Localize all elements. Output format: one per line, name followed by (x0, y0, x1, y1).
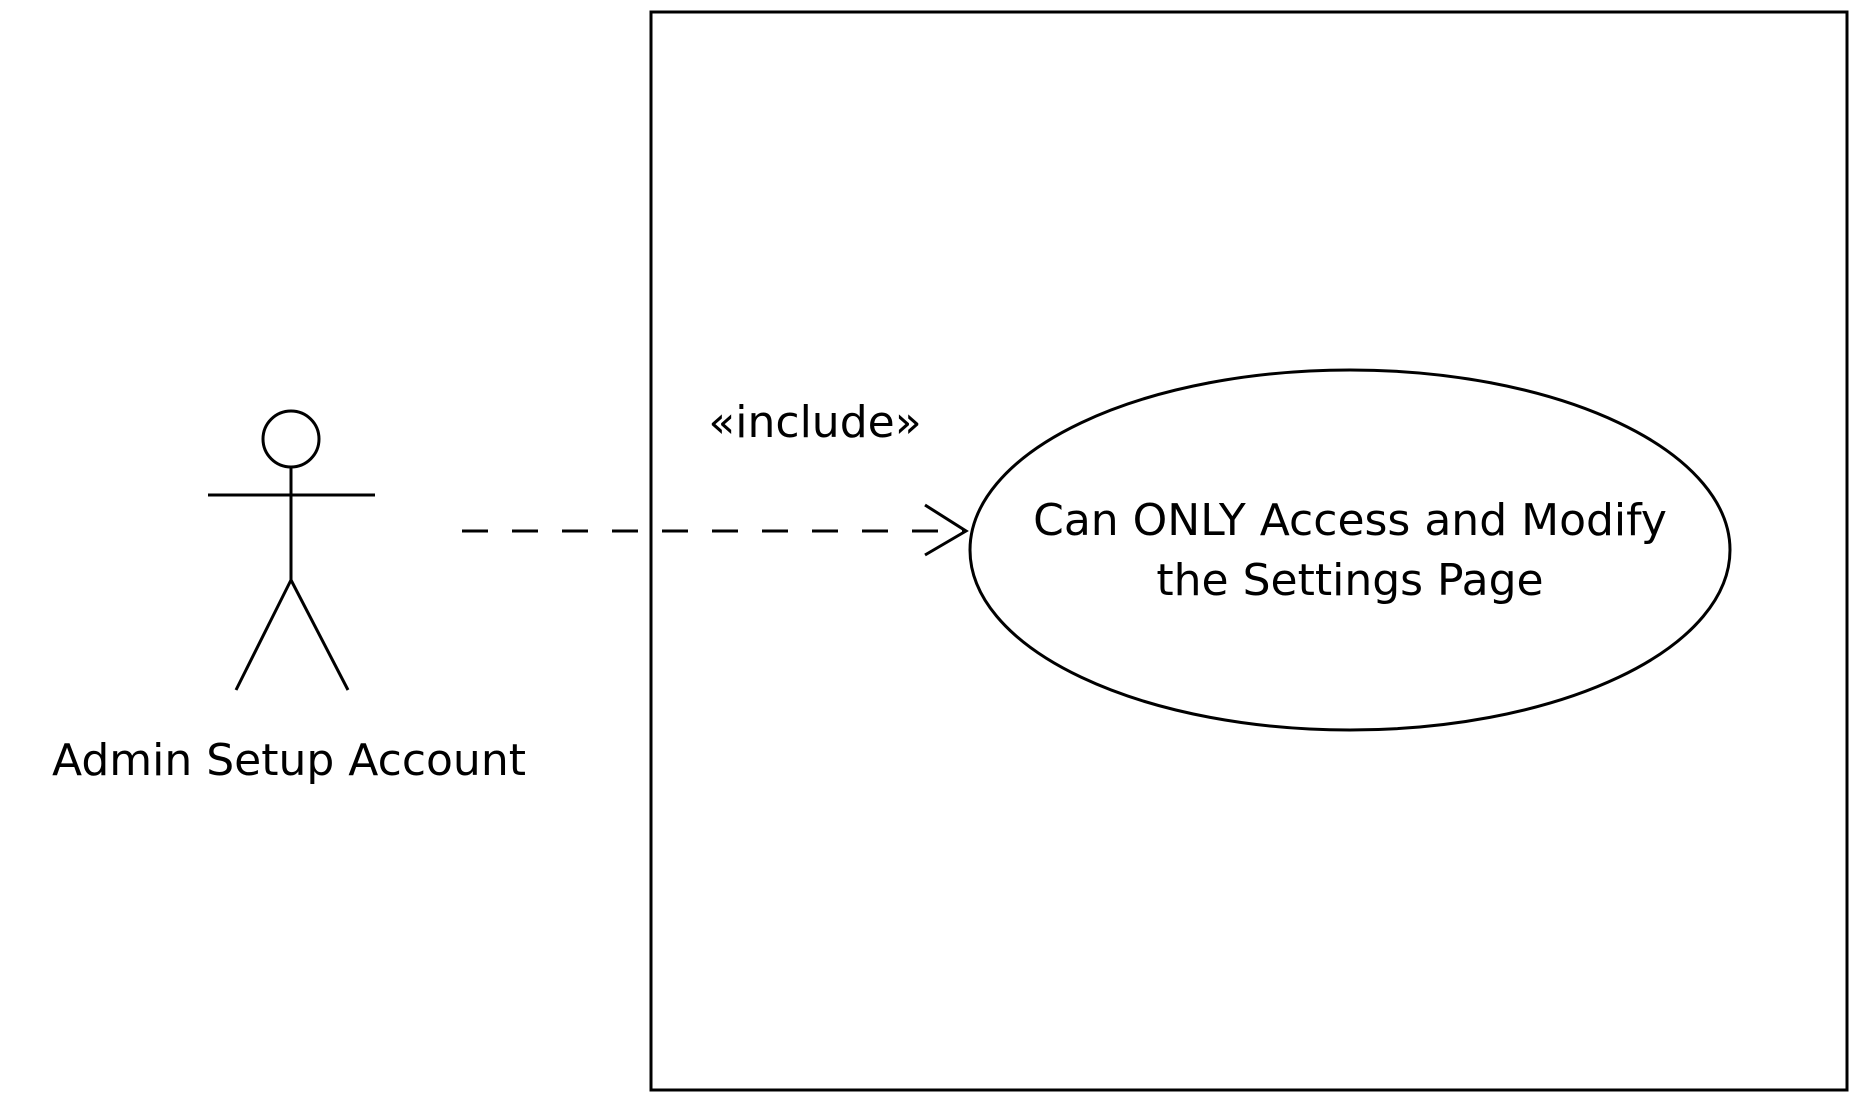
actor-name: Admin Setup Account (52, 735, 526, 786)
actor-left-leg (234, 579, 293, 691)
actor-right-leg (289, 579, 350, 691)
actor-head (261, 409, 321, 469)
system-boundary (649, 10, 1849, 1092)
use-case-ellipse (968, 368, 1732, 732)
use-case-label-line-2: the Settings Page (1156, 555, 1543, 606)
actor (208, 409, 375, 691)
include-arrowhead (924, 503, 969, 557)
include-stereotype-label: «include» (708, 397, 921, 448)
use-case-label-line-1: Can ONLY Access and Modify (1033, 495, 1667, 546)
